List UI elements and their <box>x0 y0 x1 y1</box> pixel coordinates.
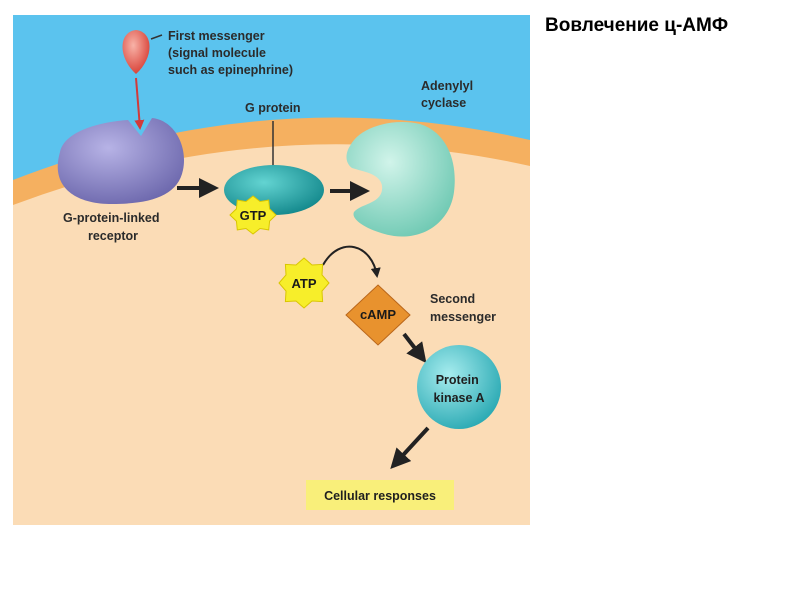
gtp-starburst <box>229 195 277 235</box>
atp-starburst <box>278 257 330 309</box>
receptor <box>57 118 185 204</box>
messenger-binding-arrow <box>134 77 145 130</box>
cytoplasm <box>13 144 530 525</box>
camp-label: cAMP <box>360 307 396 322</box>
atp-to-camp-arrow <box>322 245 381 278</box>
gtp-label: GTP <box>240 208 267 223</box>
protein-kinase-a <box>417 345 501 429</box>
camp-to-kinase-arrow <box>402 332 427 364</box>
adenylyl-cyclase-label: Adenylyl cyclase <box>421 79 477 110</box>
atp-label: ATP <box>291 276 316 291</box>
slide-title: Вовлечение ц-АМФ <box>545 15 729 36</box>
first-messenger-label: First messenger (signal molecule such as… <box>168 29 293 77</box>
g-protein-label: G protein <box>245 101 301 115</box>
receptor-label: G-protein-linked receptor <box>63 211 163 243</box>
second-messenger-label: Second messenger <box>430 292 496 324</box>
adenylyl-cyclase <box>346 122 455 237</box>
first-messenger-pointer <box>150 34 163 40</box>
first-messenger-molecule <box>122 30 150 74</box>
cellular-responses-box <box>306 480 454 510</box>
kinase-to-responses-arrow <box>390 426 430 469</box>
cellular-responses-label: Cellular responses <box>324 489 436 503</box>
protein-kinase-label: Protein kinase A <box>434 373 485 405</box>
camp-diamond <box>345 284 411 346</box>
